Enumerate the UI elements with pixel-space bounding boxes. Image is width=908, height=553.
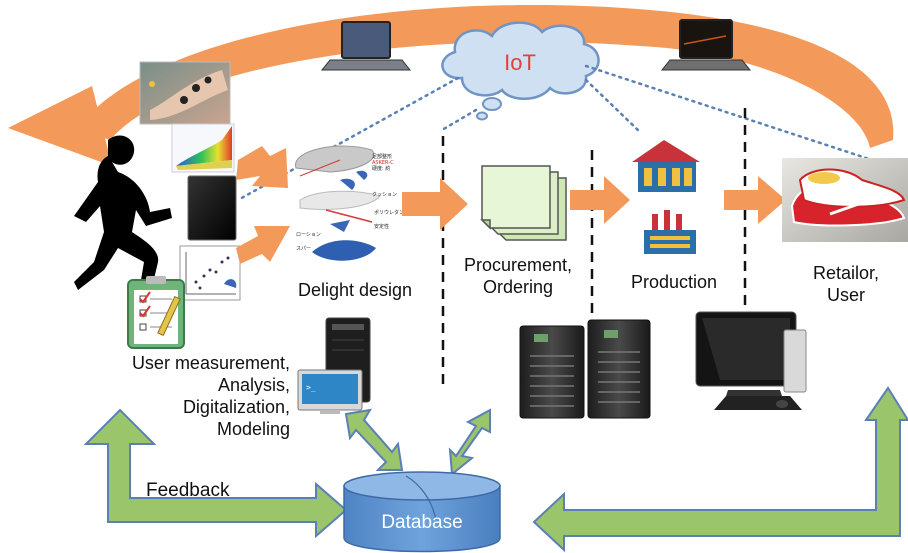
- feedback-label: Feedback: [146, 480, 230, 501]
- laptop-dark-icon: [660, 19, 752, 71]
- stage-design-label: Delight design: [297, 280, 413, 300]
- iot-cloud: [441, 21, 600, 121]
- stage-procurement-label: Procurement, Ordering: [448, 254, 588, 298]
- arrow-production-to-retail: [724, 176, 786, 224]
- laptop-icon: [320, 21, 412, 71]
- design-sketch-label-2: ASKER-C: [372, 160, 394, 166]
- stage-retail-label: Retailor, User: [796, 262, 896, 306]
- stage-user-line-3: Digitalization,: [182, 397, 290, 417]
- runner-silhouette: [74, 135, 172, 298]
- document-stack-icon: [480, 165, 567, 241]
- stage-procurement-line-2: Ordering: [482, 277, 554, 297]
- stage-user-line-4: Modeling: [216, 419, 290, 439]
- design-sketch-label-5: ポリウレタン: [374, 209, 404, 216]
- stage-user-line-1: User measurement,: [131, 353, 290, 373]
- arrow-procurement-to-production: [570, 176, 630, 224]
- tablet-icon: [187, 175, 237, 241]
- svg-text:>_: >_: [306, 383, 316, 392]
- design-sketch-label-6: ローション: [296, 232, 321, 238]
- design-sketch-label-1: 足部整形: [372, 153, 392, 160]
- desktop-computer-icon: [695, 311, 807, 410]
- stage-user-line-2: Analysis,: [217, 375, 290, 395]
- iot-cloud-label: IoT: [504, 50, 536, 75]
- stage-retail-line-1: Retailor,: [812, 263, 880, 283]
- database-cylinder: [343, 471, 501, 553]
- stage-procurement-line-1: Procurement,: [463, 255, 573, 275]
- arrow-design-to-procurement: [402, 178, 468, 230]
- green-arrows: [83, 386, 908, 553]
- design-sketch-label-8: 安定性: [374, 223, 389, 230]
- server-rack-icon: [519, 319, 651, 419]
- workstation-tower-icon: >_: [297, 317, 371, 414]
- design-sketch-label-3: 硬度: 約: [372, 165, 390, 172]
- foot-3d-model: [171, 123, 235, 173]
- delight-design-sketch: 足部整形 ASKER-C 硬度: 約 クッション ポリウレタン ローション スパ…: [295, 145, 404, 261]
- design-sketch-label-7: スパー: [296, 246, 311, 252]
- stage-user-label: User measurement, Analysis, Digitalizati…: [40, 352, 290, 440]
- scatter-plot-sheet: [179, 245, 241, 301]
- stage-retail-line-2: User: [826, 285, 865, 305]
- stage-dividers: [441, 108, 747, 390]
- database-label: Database: [381, 512, 463, 533]
- orange-arrows-to-design: [236, 146, 290, 264]
- foot-scan-photo: [139, 61, 231, 125]
- factory-icon: [632, 140, 700, 254]
- clipboard-checklist-icon: [127, 276, 185, 349]
- stage-production-label: Production: [630, 272, 718, 292]
- sneakers-photo: [782, 158, 908, 242]
- design-sketch-label-4: クッション: [372, 192, 397, 198]
